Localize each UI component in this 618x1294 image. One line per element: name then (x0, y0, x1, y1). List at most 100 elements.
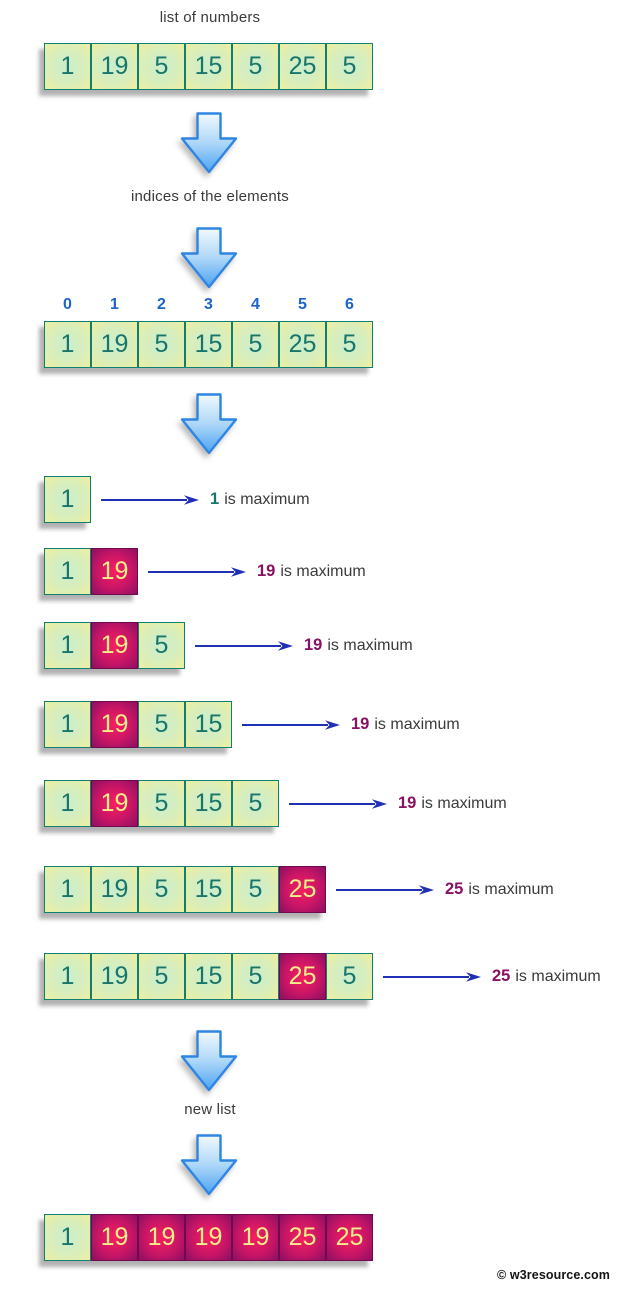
title-list-of-numbers: list of numbers (159, 9, 261, 26)
list-cell: 5 (232, 866, 279, 913)
max-suffix: is maximum (224, 491, 310, 508)
list-cell: 25 (279, 321, 326, 368)
max-value: 19 (304, 636, 323, 654)
max-value: 19 (351, 715, 370, 733)
max-value: 25 (492, 967, 511, 985)
right-arrow-icon (195, 640, 293, 651)
list-cell: 19 (91, 866, 138, 913)
credit: © w3resource.com (497, 1268, 610, 1282)
list-cell: 5 (326, 321, 373, 368)
list-cell-highlighted: 19 (91, 1214, 138, 1261)
down-arrow-icon (180, 1134, 238, 1196)
list-cell: 5 (138, 866, 185, 913)
list-cell-highlighted: 25 (326, 1214, 373, 1261)
max-suffix: is maximum (515, 968, 601, 985)
list-cell-highlighted: 19 (91, 622, 138, 669)
list-cell: 1 (44, 1214, 91, 1261)
max-value: 19 (257, 562, 276, 580)
list-cell: 5 (232, 953, 279, 1000)
list-cell-highlighted: 19 (185, 1214, 232, 1261)
list-cell: 5 (138, 43, 185, 90)
right-arrow-icon (336, 884, 434, 895)
right-arrow-icon (101, 494, 199, 505)
down-arrow-icon (180, 1030, 238, 1092)
list-cell: 25 (279, 43, 326, 90)
list-cell: 1 (44, 476, 91, 523)
list-cell: 1 (44, 953, 91, 1000)
list-cell: 5 (138, 321, 185, 368)
down-arrow-icon (180, 112, 238, 174)
list-cell-highlighted: 25 (279, 953, 326, 1000)
list-cell: 15 (185, 780, 232, 827)
list-cell: 5 (232, 321, 279, 368)
list-cell: 1 (44, 866, 91, 913)
index-number: 1 (110, 296, 119, 313)
index-number: 4 (251, 296, 260, 313)
list-cell: 1 (44, 321, 91, 368)
max-suffix: is maximum (374, 716, 460, 733)
list-cell-highlighted: 19 (91, 701, 138, 748)
list-cell: 5 (326, 43, 373, 90)
step-list: 1 (44, 476, 91, 523)
list-cell: 15 (185, 953, 232, 1000)
list-cell-highlighted: 25 (279, 1214, 326, 1261)
max-suffix: is maximum (327, 637, 413, 654)
max-value: 1 (210, 490, 220, 508)
index-number: 0 (63, 296, 72, 313)
list-cell: 15 (185, 866, 232, 913)
max-suffix: is maximum (421, 795, 507, 812)
list-cell: 19 (91, 953, 138, 1000)
list-cell: 1 (44, 780, 91, 827)
list-cell-highlighted: 19 (91, 548, 138, 595)
list-cell: 19 (91, 321, 138, 368)
list-cell: 5 (326, 953, 373, 1000)
list-cell: 19 (91, 43, 138, 90)
caption-indices: indices of the elements (130, 188, 290, 205)
index-number: 5 (298, 296, 307, 313)
right-arrow-icon (148, 566, 246, 577)
list-cell: 5 (232, 780, 279, 827)
list-cell-highlighted: 19 (91, 780, 138, 827)
list-cell: 1 (44, 548, 91, 595)
max-value: 19 (398, 794, 417, 812)
list-cell: 1 (44, 43, 91, 90)
list-cell: 1 (44, 701, 91, 748)
max-suffix: is maximum (280, 563, 366, 580)
list-cell: 5 (138, 622, 185, 669)
right-arrow-icon (289, 798, 387, 809)
down-arrow-icon (180, 227, 238, 289)
list-cell: 1 (44, 622, 91, 669)
max-suffix: is maximum (468, 881, 554, 898)
list-cell: 5 (232, 43, 279, 90)
list-cell: 15 (185, 321, 232, 368)
max-value: 25 (445, 880, 464, 898)
caption-new-list: new list (184, 1101, 236, 1118)
right-arrow-icon (242, 719, 340, 730)
list-cell: 5 (138, 780, 185, 827)
list-cell: 15 (185, 701, 232, 748)
